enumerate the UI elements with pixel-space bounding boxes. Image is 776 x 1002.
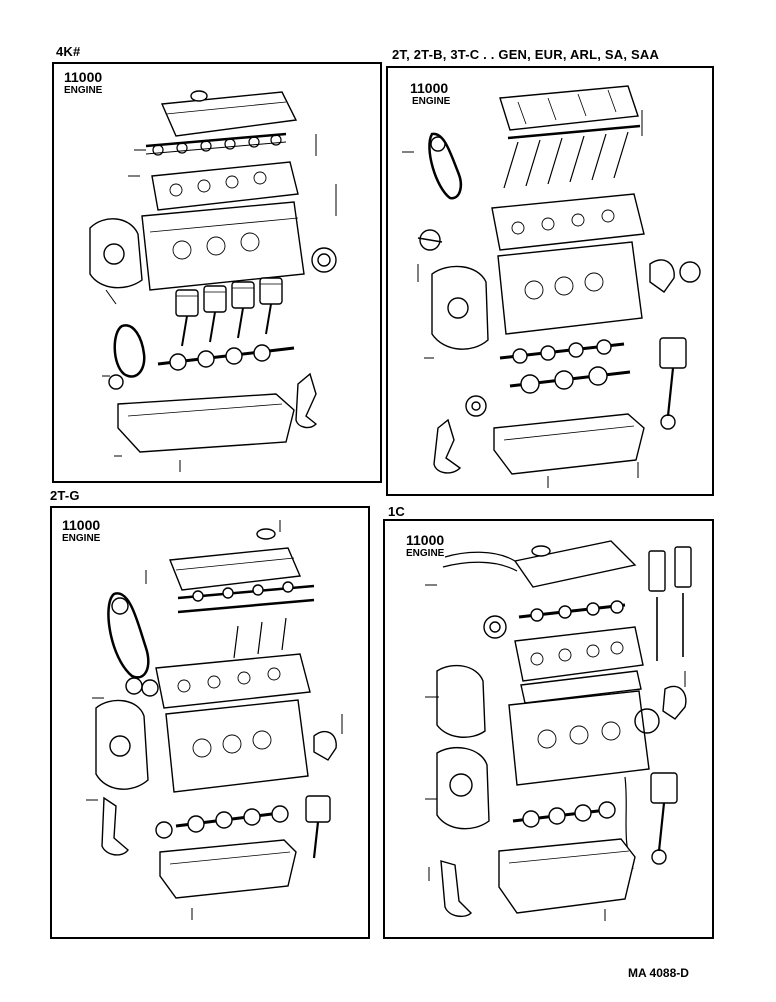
- exploded-engine-illustration: [425, 540, 692, 921]
- part-label: ENGINE: [406, 548, 445, 559]
- panel-caption-4k: 4K#: [56, 44, 81, 59]
- exploded-engine-illustration: [86, 520, 343, 920]
- engine-panel-2t-g[interactable]: 11000 ENGINE: [50, 506, 370, 939]
- engine-panel-4k[interactable]: 11000 ENGINE: [52, 62, 382, 483]
- engine-panel-1c[interactable]: 11000 ENGINE: [383, 519, 714, 939]
- part-code: 11000: [406, 532, 445, 548]
- part-label: ENGINE: [62, 533, 101, 544]
- panel-caption-1c: 1C: [388, 504, 406, 519]
- part-code: 11000: [64, 69, 103, 85]
- panel-caption-2t: 2T, 2T-B, 3T-C . . GEN, EUR, ARL, SA, SA…: [392, 47, 660, 62]
- part-label: ENGINE: [412, 96, 451, 107]
- engine-panel-2t[interactable]: 11000 ENGINE: [386, 66, 714, 496]
- part-code: 11000: [62, 517, 101, 533]
- document-number: MA 4088-D: [628, 966, 689, 980]
- exploded-engine-illustration: [402, 85, 701, 488]
- panel-caption-2t-g: 2T-G: [50, 488, 80, 503]
- part-label: ENGINE: [64, 85, 103, 96]
- exploded-engine-illustration: [89, 90, 337, 472]
- part-code: 11000: [410, 80, 449, 96]
